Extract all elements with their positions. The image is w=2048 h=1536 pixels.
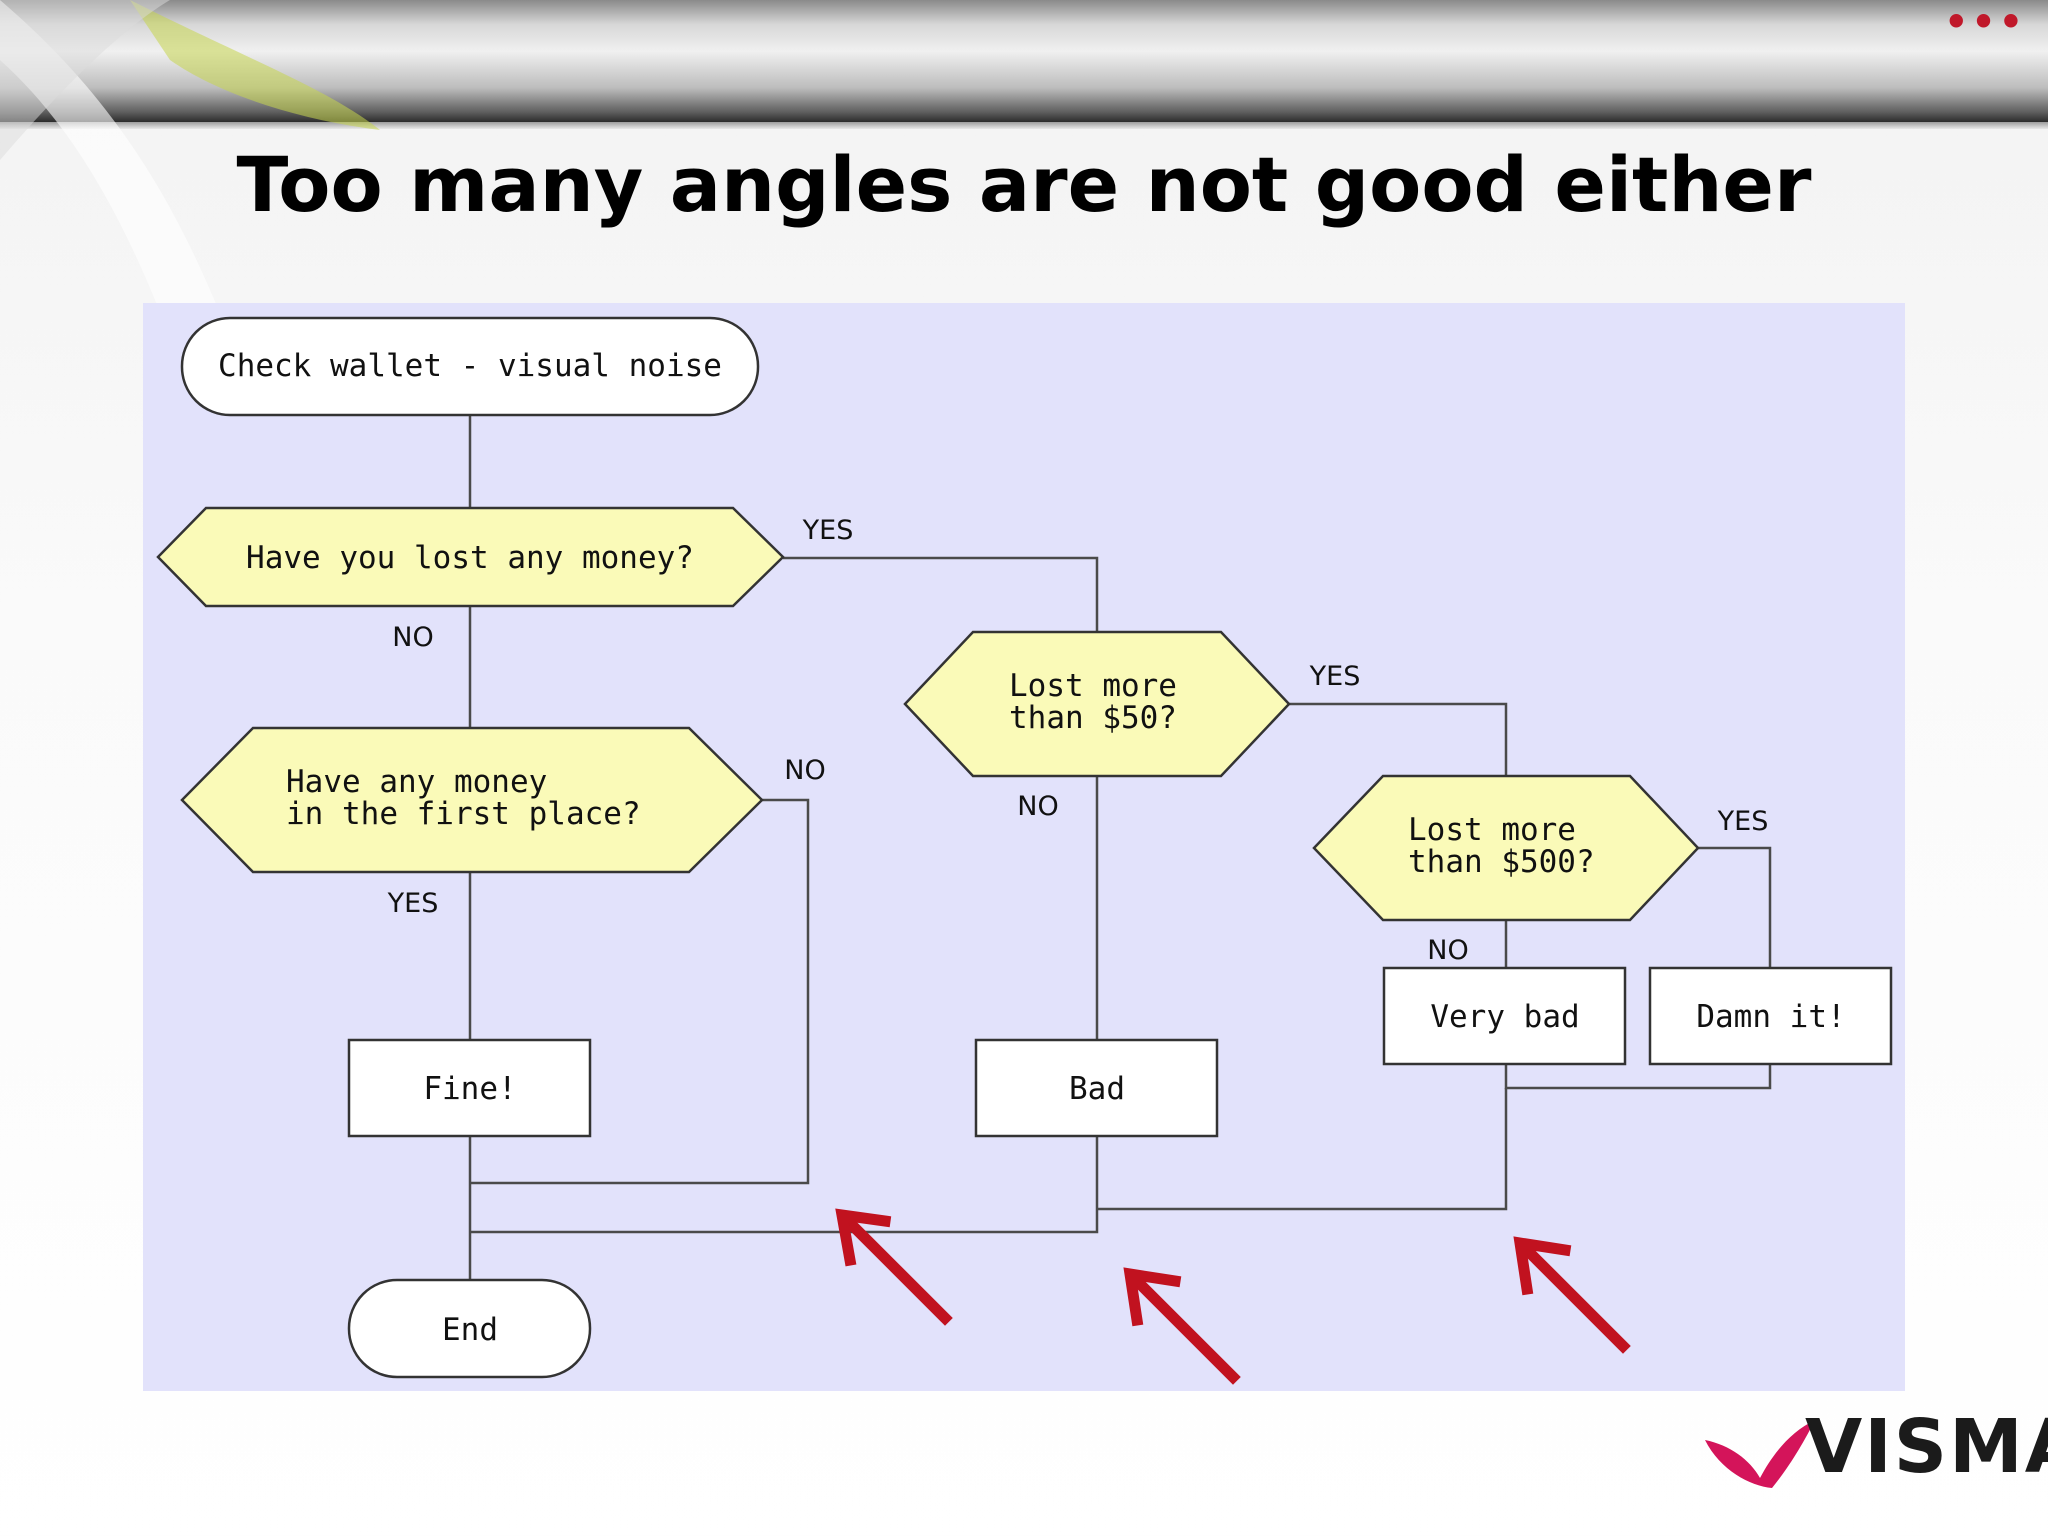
arrow-1-head: [835, 1208, 892, 1267]
box-bad: [974, 1038, 1219, 1138]
box-damn: [1648, 966, 1893, 1066]
flowchart: Check wallet - visual noise Have you los…: [143, 303, 1905, 1391]
label-q3-yes: YES: [1309, 661, 1361, 692]
end-terminal: [347, 1278, 592, 1379]
decision-lost-money-label: Have you lost any money?: [246, 540, 694, 576]
start-label: Check wallet - visual noise: [218, 348, 722, 384]
page-title: Too many angles are not good either: [236, 140, 1812, 229]
arrow-2-head: [1123, 1267, 1182, 1327]
label-q1-yes: YES: [802, 515, 854, 546]
connector-merge-bad: [1097, 1088, 1508, 1211]
arrow-1: [837, 1210, 953, 1326]
label-q2-yes: YES: [387, 888, 439, 919]
connector-q1-yes: [783, 556, 1099, 632]
visma-wordmark: VISMA: [1805, 1404, 2048, 1490]
decision-more-500-line2: than $500?: [1408, 844, 1595, 880]
connector-q2-no: [470, 798, 810, 1185]
label-q2-no: NO: [784, 755, 825, 786]
decision-lost-money: [156, 506, 785, 608]
decision-any-money: [180, 726, 764, 874]
decision-more-50-line1: Lost more: [1009, 668, 1177, 704]
arrow-3: [1515, 1238, 1631, 1354]
arrow-2: [1125, 1269, 1241, 1385]
decision-more-500-line1: Lost more: [1408, 812, 1576, 848]
box-bad-label: Bad: [1069, 1071, 1125, 1107]
connector-q4-yes: [1698, 846, 1772, 968]
arrow-3-head: [1513, 1236, 1572, 1296]
end-label: End: [442, 1312, 498, 1348]
box-very-bad-label: Very bad: [1430, 999, 1579, 1035]
ellipsis-icon[interactable]: •••: [1944, 0, 2026, 44]
label-q4-no: NO: [1427, 935, 1468, 966]
header-bar: [0, 0, 2048, 122]
box-fine-label: Fine!: [423, 1071, 516, 1107]
box-very-bad: [1382, 966, 1627, 1066]
decision-more-50-line2: than $50?: [1009, 700, 1177, 736]
decision-any-money-line2: in the first place?: [286, 796, 641, 832]
header-divider: [0, 122, 2048, 129]
start-terminal: [180, 316, 760, 417]
decision-more-500: [1312, 774, 1700, 922]
connector-bad-end: [470, 1136, 1099, 1234]
visma-logo: [1705, 1420, 1815, 1488]
connector-q3-yes: [1289, 702, 1508, 776]
box-fine: [347, 1038, 592, 1138]
label-q4-yes: YES: [1717, 806, 1769, 837]
connector-merge: [1504, 1064, 1772, 1090]
label-q3-no: NO: [1017, 791, 1058, 822]
box-damn-label: Damn it!: [1696, 999, 1845, 1035]
label-q1-no: NO: [392, 622, 433, 653]
decision-more-50: [903, 630, 1291, 778]
decision-any-money-line1: Have any money: [286, 764, 547, 800]
